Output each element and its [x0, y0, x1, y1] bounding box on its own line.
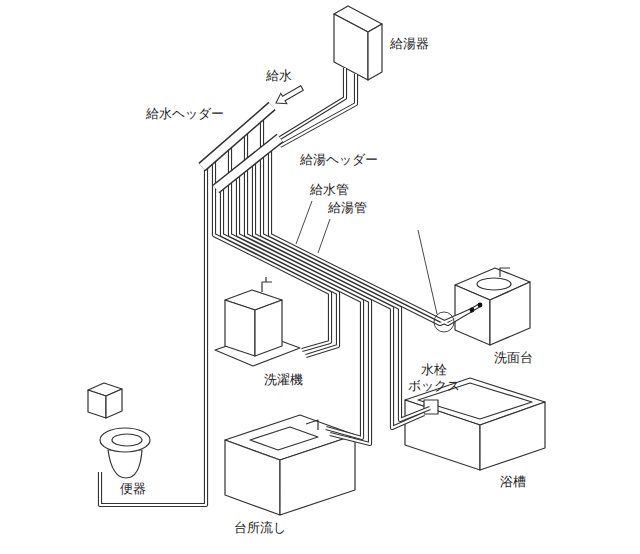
basin-faucet	[500, 268, 510, 277]
toilet-tank-front	[88, 390, 106, 418]
basin-side	[490, 282, 530, 345]
basin-bowl	[477, 278, 511, 290]
leaders	[296, 201, 454, 332]
part-label: 便器	[120, 481, 146, 497]
washer-faucet	[262, 277, 272, 292]
hot-header	[216, 138, 280, 189]
toilet-base	[108, 450, 142, 478]
bath-side	[480, 402, 545, 470]
sink-side	[280, 435, 355, 515]
pipe-inner	[100, 68, 480, 505]
pipe-outline	[100, 68, 480, 505]
toilet-bowl	[100, 428, 150, 452]
heater-side	[368, 24, 382, 80]
part-label: 給水	[266, 68, 292, 84]
washer-side	[255, 300, 282, 356]
supply-arrow	[276, 86, 303, 104]
part-label: 給水ヘッダー	[146, 106, 224, 122]
toilet-tank-side	[106, 389, 122, 418]
detail-circle	[434, 312, 454, 332]
fixtures	[88, 6, 545, 515]
leader-line	[296, 201, 312, 244]
toilet-seat	[112, 434, 142, 446]
leader-line	[418, 230, 437, 314]
bath-front	[405, 400, 480, 470]
faucet-box	[424, 400, 438, 414]
part-label: 台所流し	[234, 520, 286, 536]
part-label: 洗面台	[494, 350, 533, 366]
washer-front	[225, 300, 255, 356]
part-label: 給湯ヘッダー	[300, 152, 378, 168]
pipes	[100, 68, 480, 505]
part-label: 給水管	[310, 182, 349, 198]
sink-bowl	[250, 427, 318, 450]
heater-front	[334, 14, 368, 80]
sink-faucet	[306, 420, 318, 430]
leader-line	[318, 219, 330, 253]
part-label: 洗濯機	[264, 372, 303, 388]
pipe-end-dot	[470, 308, 475, 313]
hot-header-fill	[216, 138, 280, 189]
part-label: 給湯器	[390, 36, 429, 52]
part-label: 給湯管	[328, 200, 367, 216]
pipe-end-dot	[478, 303, 483, 308]
part-label: 水栓 ボックス	[406, 362, 462, 393]
pipe-ends	[470, 303, 483, 313]
part-label: 浴槽	[500, 474, 526, 490]
sink-front	[225, 440, 280, 515]
